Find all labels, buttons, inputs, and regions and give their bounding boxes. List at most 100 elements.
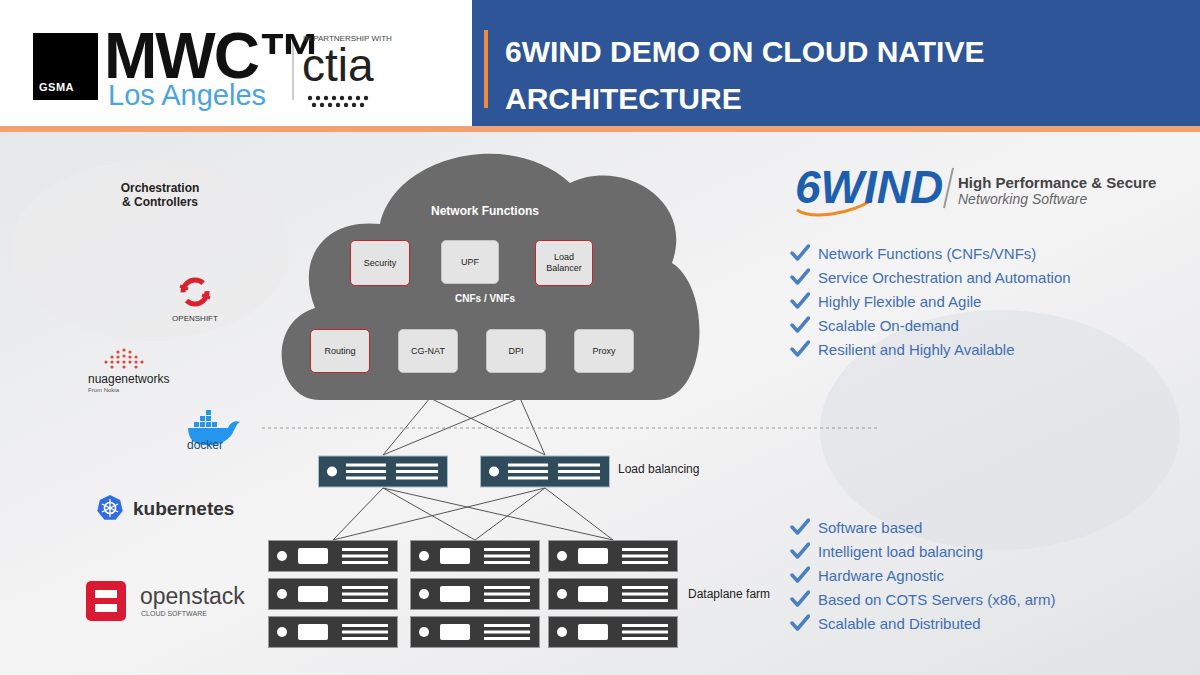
nuage-dot — [110, 365, 113, 368]
nuage-dot — [140, 360, 143, 363]
docker-container — [200, 416, 205, 421]
company-tagline: High Performance & Secure — [958, 174, 1156, 192]
header-rule — [0, 126, 1200, 132]
docker-container — [206, 416, 211, 421]
dataplane-server — [411, 541, 540, 572]
nuage-dot — [128, 360, 131, 363]
kubernetes-spokes — [102, 499, 118, 517]
ctia-dot — [324, 96, 328, 100]
nuage-dot — [110, 355, 113, 358]
tier-label: Load balancing — [618, 462, 699, 476]
link-line — [545, 488, 613, 540]
node-heading: Routing — [324, 346, 355, 357]
logo-caption: docker — [175, 438, 235, 452]
nuage-dot — [116, 350, 119, 353]
ctia-dot — [344, 103, 348, 107]
check-icon — [792, 592, 809, 605]
check-icon — [792, 270, 809, 283]
nuage-dot — [128, 350, 131, 353]
dataplane-server — [269, 541, 398, 572]
nuage-dot — [122, 354, 125, 357]
separator-line — [262, 428, 880, 429]
docker-container — [200, 422, 205, 427]
nuage-dot — [116, 360, 119, 363]
function-box: Security — [350, 240, 410, 286]
docker-container — [194, 422, 199, 427]
logo-subcaption: From Nokia — [88, 387, 119, 394]
blur-shape — [10, 160, 290, 340]
check-icon — [792, 246, 809, 259]
section-heading: Orchestration & Controllers — [115, 181, 205, 209]
openshift-icon — [202, 295, 210, 298]
dataplane-server — [269, 579, 398, 610]
tier-label: Dataplane farm — [688, 587, 770, 601]
ctia-dot — [352, 103, 356, 107]
nuage-dot — [104, 360, 107, 363]
docker-container — [206, 422, 211, 427]
partner-logo-text: ctia — [302, 38, 374, 93]
ctia-dot — [332, 96, 336, 100]
node-heading: Network Functions — [270, 204, 700, 218]
ctia-dot — [348, 96, 352, 100]
function-box: Proxy — [574, 329, 634, 373]
ctia-dot — [320, 103, 324, 107]
nuage-dot — [110, 360, 113, 363]
node-heading: DPI — [508, 346, 523, 357]
dataplane-server — [549, 541, 678, 572]
ctia-dot — [364, 96, 368, 100]
feature-item: Highly Flexible and Agile — [818, 293, 981, 311]
link-line — [430, 398, 545, 455]
link-line — [383, 398, 430, 455]
cloud-fill — [282, 154, 700, 400]
load-balancer-server — [481, 456, 610, 487]
docker-containers — [194, 410, 217, 427]
check-icon — [792, 544, 809, 557]
kubernetes-icon — [97, 495, 122, 520]
ctia-dot — [316, 96, 320, 100]
nuage-dot — [134, 360, 137, 363]
feature-item: Software based — [818, 519, 922, 537]
ctia-dot — [340, 96, 344, 100]
feature-item: Scalable On-demand — [818, 317, 959, 335]
check-icon — [792, 318, 809, 331]
nuage-dot — [122, 348, 125, 351]
check-icon — [792, 568, 809, 581]
node-heading: Proxy — [592, 346, 615, 357]
link-line — [475, 488, 545, 540]
openstack-icon — [86, 581, 126, 621]
dataplane-server — [549, 617, 678, 648]
dataplane-server — [411, 617, 540, 648]
ctia-dots — [308, 96, 368, 107]
check-icon — [792, 294, 809, 307]
link-line — [383, 488, 613, 540]
function-box: DPI — [486, 329, 546, 373]
dataplane-server — [411, 579, 540, 610]
ctia-dot — [336, 103, 340, 107]
nuage-dot — [134, 355, 137, 358]
nuage-dot — [116, 355, 119, 358]
link-line — [383, 488, 475, 540]
node-subheading: CNFs / VNFs — [270, 293, 700, 304]
feature-item: Based on COTS Servers (x86, arm) — [818, 591, 1056, 609]
ctia-dot — [328, 103, 332, 107]
link-line — [520, 398, 545, 455]
link-line — [333, 488, 383, 540]
title-accent-bar — [484, 30, 488, 108]
logo-caption: openstack — [140, 582, 245, 610]
node-heading: Security — [364, 258, 397, 269]
docker-container — [212, 422, 217, 427]
nuage-icon — [104, 348, 143, 368]
body-background — [0, 132, 1200, 675]
header-band — [0, 0, 1200, 128]
dataplane-server — [269, 617, 398, 648]
logo-caption: kubernetes — [133, 497, 234, 520]
check-icon — [792, 616, 809, 629]
logo-box: GSMA — [33, 33, 98, 100]
feature-item: Intelligent load balancing — [818, 543, 983, 561]
openshift-icon — [183, 280, 207, 304]
node-heading: Load Balancer — [542, 252, 586, 274]
logo-caption: nuagenetworks — [88, 372, 169, 386]
load-balancer-server — [319, 456, 448, 487]
